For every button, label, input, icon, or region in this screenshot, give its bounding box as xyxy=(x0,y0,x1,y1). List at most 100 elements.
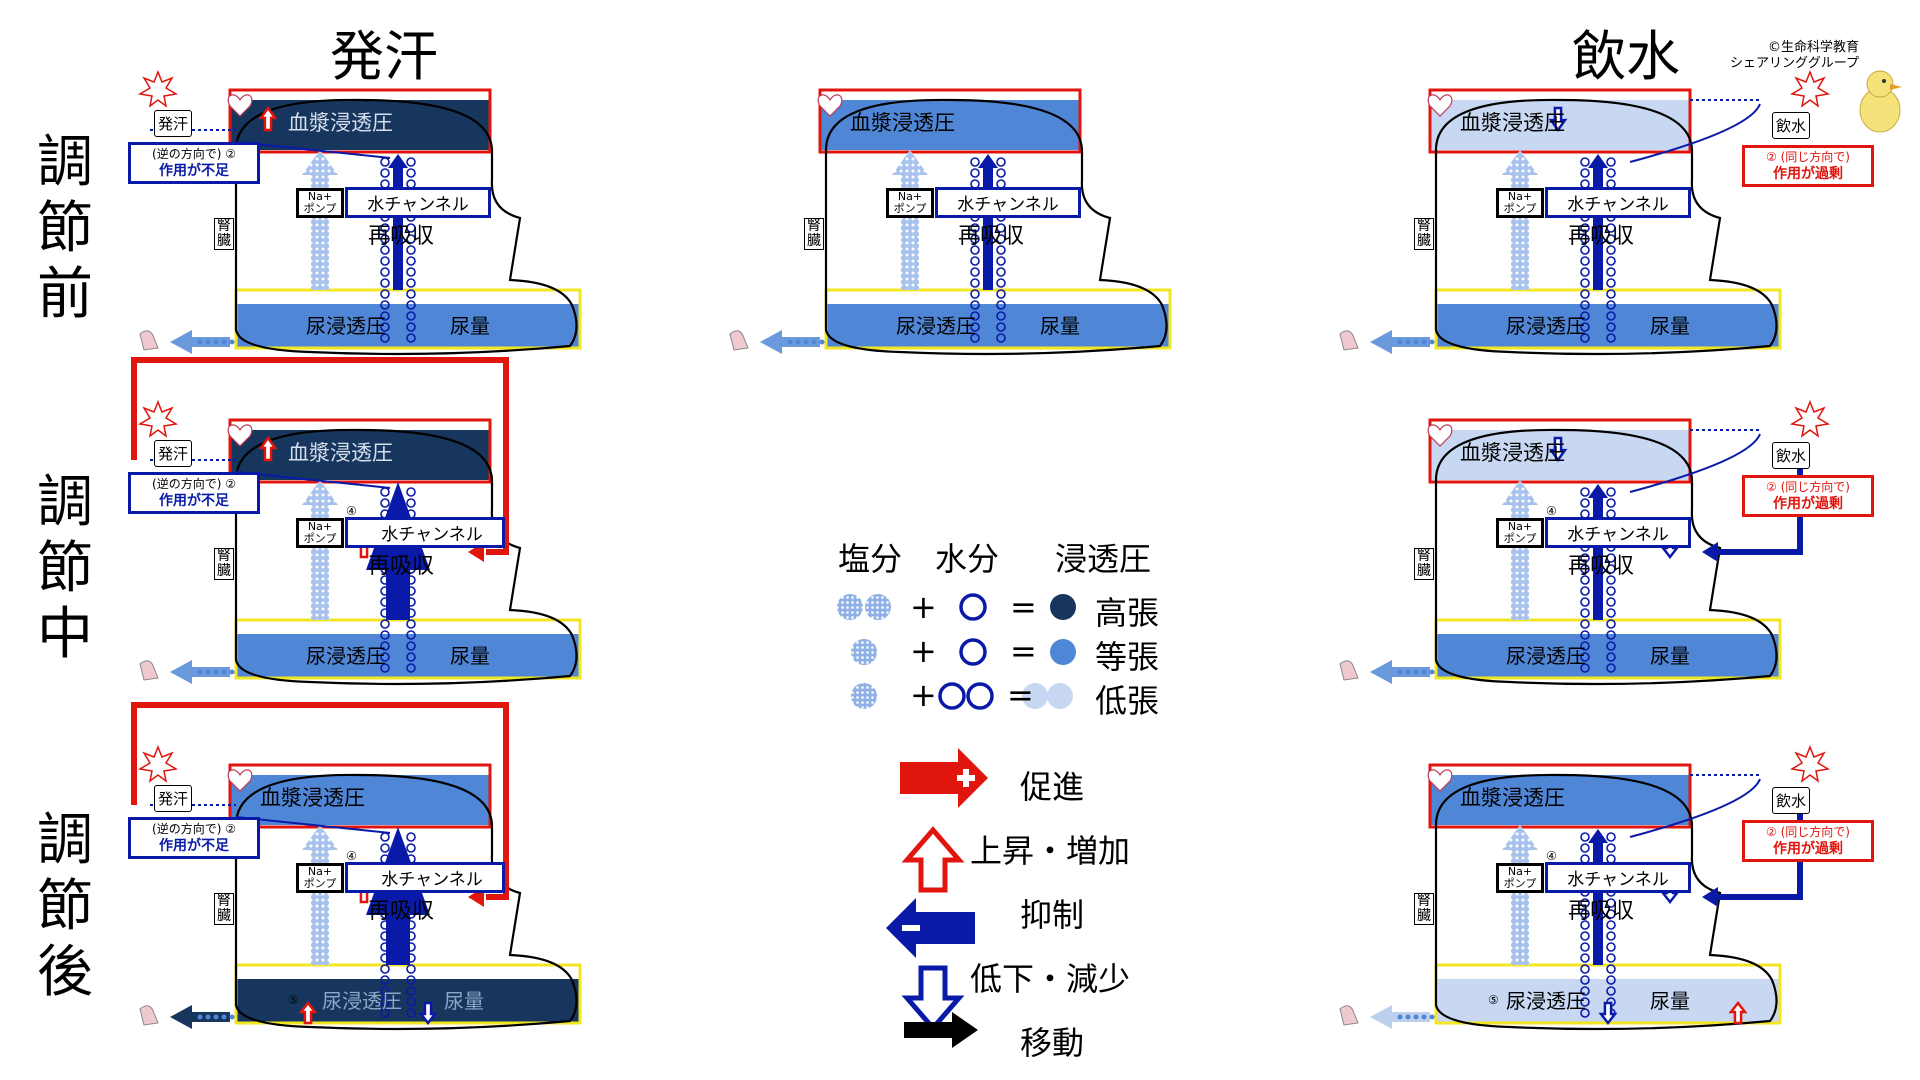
copyright-line-2: シェアリンググループ xyxy=(1730,56,1859,71)
urine-osm-label: 尿浸透圧 xyxy=(1506,314,1586,338)
legend-osm-header: 浸透圧 xyxy=(1055,540,1152,578)
increase-arrow-icon xyxy=(901,826,965,893)
drink-source-label: 飲水 xyxy=(1772,442,1811,469)
step-5-marker: ⑤ xyxy=(1488,993,1499,1007)
sweat-signal-line xyxy=(235,816,391,834)
plasma-osm-label: 血漿浸透圧 xyxy=(260,786,365,810)
sweat-signal-line xyxy=(235,141,391,159)
water-channel-label: 水チャンネル xyxy=(345,862,505,893)
drink-source-label: 飲水 xyxy=(1772,112,1811,139)
plasma-osm-label: 血漿浸透圧 xyxy=(1460,441,1565,465)
drink-signal-line xyxy=(1629,433,1761,493)
sweat-signal-line xyxy=(235,471,391,489)
move-arrow-icon xyxy=(904,1012,978,1048)
inhibit-arrow-icon xyxy=(886,898,975,958)
toilet-icon xyxy=(1339,1005,1359,1026)
na-pump-label: Na+ポンプ xyxy=(1496,188,1544,218)
salt-reabsorb-arrow-icon xyxy=(302,150,338,290)
reabsorb-label: 再吸収 xyxy=(368,899,435,924)
salt-icon xyxy=(837,594,863,620)
step-4-marker: ④ xyxy=(346,504,357,518)
body-outline xyxy=(1434,428,1778,686)
reabsorb-label: 再吸収 xyxy=(1568,899,1635,924)
salt-reabsorb-arrow-icon xyxy=(302,825,338,965)
legend-increase: 上昇・増加 xyxy=(970,832,1131,870)
body-outline xyxy=(1434,98,1778,356)
drink-source-label: 飲水 xyxy=(1772,787,1811,814)
row-label-before: 調節前 xyxy=(37,130,93,327)
kidney-label: 腎臓 xyxy=(214,218,234,250)
urine-osm-label: 尿浸透圧 xyxy=(322,989,402,1013)
urine-vol-down-arrow-icon xyxy=(418,1001,438,1026)
stimulus-burst-icon xyxy=(137,744,179,783)
urine-vol-label: 尿量 xyxy=(1650,314,1690,338)
action-excess-label: ② (同じ方向で)作用が過剰 xyxy=(1742,475,1874,517)
legend-plus-1: + xyxy=(910,588,937,626)
legend-eq-2: = xyxy=(1010,632,1037,670)
water-icon xyxy=(959,593,987,621)
na-pump-label: Na+ポンプ xyxy=(296,518,344,548)
water-icon xyxy=(938,682,966,710)
water-channel-label: 水チャンネル xyxy=(935,187,1081,218)
panel-svg xyxy=(729,88,1172,356)
row-label-during: 調節中 xyxy=(37,470,93,667)
plasma-osm-label: 血漿浸透圧 xyxy=(288,441,393,465)
salt-reabsorb-arrow-icon xyxy=(1502,480,1538,620)
feedback-inhibit-arrow-icon xyxy=(1702,542,1718,562)
action-excess-label: ② (同じ方向で)作用が過剰 xyxy=(1742,820,1874,862)
urine-osm-label: 尿浸透圧 xyxy=(1506,644,1586,668)
stimulus-burst-icon xyxy=(1789,399,1831,438)
salt-icon xyxy=(851,639,877,665)
reabsorb-label: 再吸収 xyxy=(368,554,435,579)
urine-vol-up-arrow-icon xyxy=(1728,1000,1748,1025)
step-4-marker: ④ xyxy=(346,849,357,863)
water-channel-label: 水チャンネル xyxy=(1545,862,1691,893)
drink-signal-line xyxy=(1629,778,1761,838)
toilet-icon xyxy=(1339,330,1359,351)
legend-move: 移動 xyxy=(1020,1024,1085,1062)
toilet-icon xyxy=(139,660,159,681)
water-icon xyxy=(959,638,987,666)
plasma-frame xyxy=(228,88,492,154)
plasma-down-arrow-icon xyxy=(1548,436,1568,463)
urine-vol-label: 尿量 xyxy=(1650,989,1690,1013)
promote-arrow-icon xyxy=(900,748,988,808)
water-channel-label: 水チャンネル xyxy=(345,517,505,548)
legend-high: 高張 xyxy=(1095,594,1160,632)
kidney-label: 腎臓 xyxy=(1414,893,1434,925)
water-channel-label: 水チャンネル xyxy=(1545,517,1691,548)
legend-plus-3: + xyxy=(910,676,937,714)
body-outline xyxy=(234,428,578,686)
action-excess-label: ② (同じ方向で)作用が過剰 xyxy=(1742,145,1874,187)
urine-vol-label: 尿量 xyxy=(450,314,490,338)
legend: 塩分 水分 浸透圧 + = 高張 + = 等張 + = 低張 xyxy=(830,530,1210,1062)
osm-low-icon xyxy=(1022,683,1048,709)
plasma-down-arrow-icon xyxy=(1548,106,1568,133)
legend-water-header: 水分 xyxy=(935,540,1000,578)
heart-icon xyxy=(1427,424,1453,447)
sweat-source-label: 発汗 xyxy=(154,110,193,137)
feedback-promote-line xyxy=(131,702,509,900)
urine-vol-label: 尿量 xyxy=(1040,314,1080,338)
legend-arrow-glyphs xyxy=(886,748,988,1032)
heart-icon xyxy=(817,94,843,117)
plasma-frame xyxy=(228,418,492,484)
plasma-frame xyxy=(1428,88,1692,154)
drink-signal-line xyxy=(1629,103,1761,163)
legend-inhibit: 抑制 xyxy=(1020,896,1085,934)
osm-high-icon xyxy=(1050,594,1076,620)
legend-promote: 促進 xyxy=(1020,768,1085,806)
water-channel-label: 水チャンネル xyxy=(345,187,491,218)
legend-eq-1: = xyxy=(1010,588,1037,626)
na-pump-label: Na+ポンプ xyxy=(1496,863,1544,893)
legend-plus-2: + xyxy=(910,632,937,670)
duck-mascot-icon xyxy=(1859,70,1902,133)
reabsorb-label: 再吸収 xyxy=(368,224,435,249)
legend-salt-header: 塩分 xyxy=(838,540,903,578)
